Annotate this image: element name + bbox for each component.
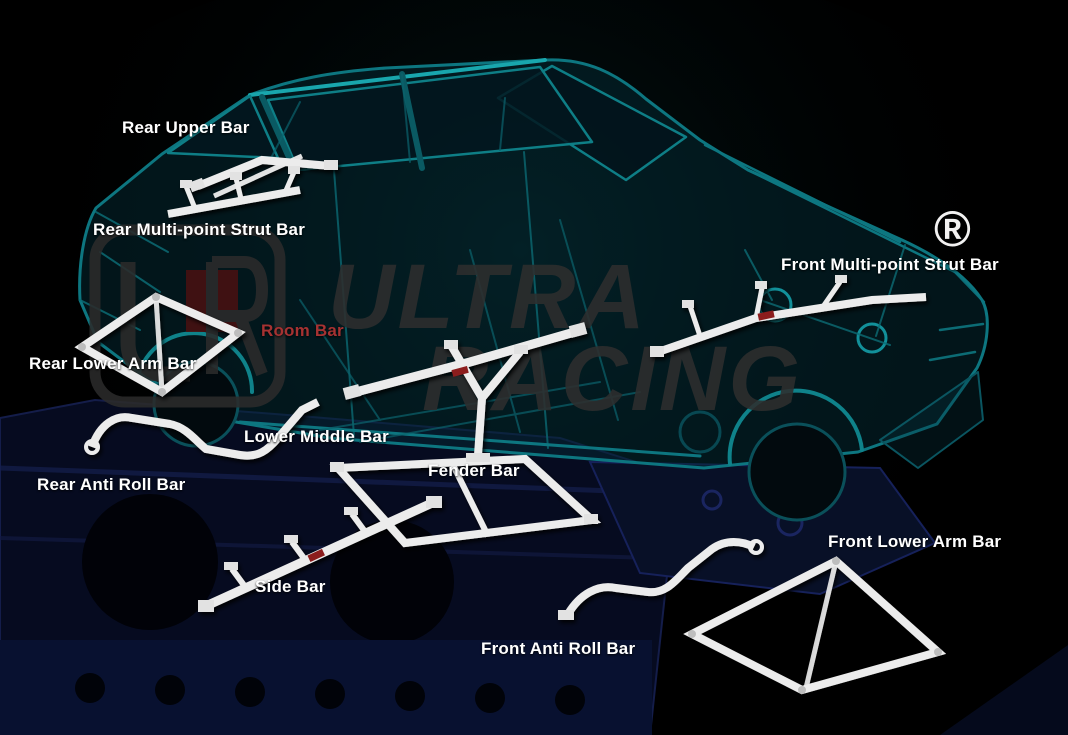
lower-middle-bar-part — [329, 454, 602, 548]
label-rear-anti-roll-bar: Rear Anti Roll Bar — [37, 475, 186, 494]
front-multi-point-strut-bar-part — [650, 275, 927, 357]
bar-brand-marks — [307, 310, 775, 563]
label-fender-bar: Fender Bar — [428, 461, 520, 480]
label-rear-upper-bar: Rear Upper Bar — [122, 118, 250, 137]
underframe-structure — [0, 398, 1068, 735]
watermark-text-racing: RACING — [422, 328, 803, 430]
reinforcement-bars — [74, 153, 947, 695]
ultra-racing-watermark: ULTRA RACING — [89, 224, 803, 430]
registered-trademark-symbol: ® — [934, 201, 971, 257]
rear-lower-arm-bar-part — [74, 292, 246, 397]
rear-anti-roll-bar-part — [84, 398, 320, 460]
front-anti-roll-bar-part — [558, 538, 764, 620]
rear-multi-point-strut-bar-part — [167, 166, 301, 218]
label-front-anti-roll-bar: Front Anti Roll Bar — [481, 639, 636, 658]
label-rear-lower-arm-bar: Rear Lower Arm Bar — [29, 354, 197, 373]
fender-bar-part — [444, 340, 528, 462]
front-lower-arm-bar-part — [683, 556, 947, 695]
label-side-bar: Side Bar — [255, 577, 326, 596]
label-front-multi-point-strut-bar: Front Multi-point Strut Bar — [781, 255, 999, 274]
room-bar-part — [342, 322, 588, 400]
label-front-lower-arm-bar: Front Lower Arm Bar — [828, 532, 1002, 551]
label-rear-multi-point-strut-bar: Rear Multi-point Strut Bar — [93, 220, 306, 239]
watermark-text-ultra: ULTRA — [328, 246, 648, 348]
rear-upper-bar-part — [188, 153, 338, 199]
label-room-bar: Room Bar — [261, 321, 344, 340]
label-lower-middle-bar: Lower Middle Bar — [244, 427, 389, 446]
